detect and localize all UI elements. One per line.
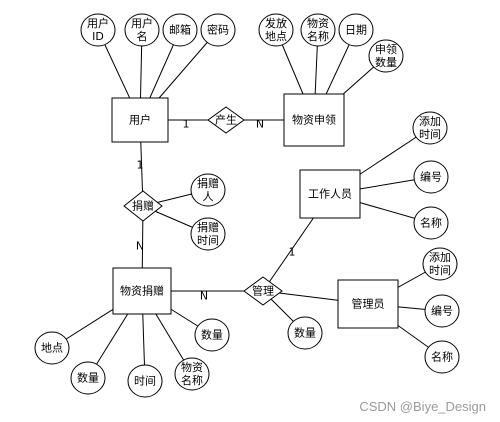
attribute-label: 数量 — [201, 329, 223, 342]
attribute-a_email: 邮箱 — [163, 14, 197, 46]
attribute-a_place: 发放地点 — [259, 14, 293, 46]
attribute-label: 编号 — [420, 170, 442, 184]
attribute-label: 名称 — [420, 216, 442, 230]
attribute-a_d_goods: 物资名称 — [175, 358, 209, 390]
attribute-label: 物资 — [181, 360, 203, 374]
attribute-label: 用户 — [131, 16, 153, 30]
attribute-label: 名 — [137, 29, 148, 43]
attribute-label: 名称 — [181, 373, 203, 387]
attribute-a_d_qty: 数量 — [71, 362, 105, 394]
attribute-a_pwd: 密码 — [201, 14, 235, 46]
attribute-label: 日期 — [345, 24, 367, 37]
relationship-label: 产生 — [215, 113, 237, 127]
cardinality-c2: N — [256, 118, 264, 131]
attribute-a_d_qty2: 数量 — [195, 319, 229, 351]
attribute-a_donor: 捐赠人 — [191, 174, 225, 206]
attribute-label: 物资 — [307, 16, 329, 30]
relationship-manage: 管理 — [244, 277, 282, 305]
attribute-label: 邮箱 — [169, 23, 191, 37]
entity-label: 用户 — [129, 113, 151, 127]
attribute-label: 时间 — [419, 128, 441, 141]
relationship-label: 管理 — [252, 284, 274, 298]
attribute-label: 编号 — [431, 304, 453, 318]
attribute-a_staff_add: 添加时间 — [413, 112, 447, 144]
entity-label: 物资申领 — [292, 113, 336, 127]
entity-label: 工作人员 — [308, 188, 352, 201]
entity-admin: 管理员 — [338, 280, 398, 328]
entity-donate: 物资捐赠 — [113, 268, 171, 314]
attribute-label: 时间 — [134, 375, 156, 388]
attribute-a_goods: 物资名称 — [301, 14, 335, 46]
attribute-label: 捐赠 — [197, 220, 219, 234]
attribute-label: 数量 — [77, 372, 99, 385]
attribute-a_uid: 用户ID — [81, 14, 115, 46]
attribute-a_d_place: 地点 — [35, 332, 69, 364]
watermark: CSDN @Biye_Design — [359, 399, 486, 414]
attribute-a_admin_name: 名称 — [425, 341, 459, 373]
attribute-label: 添加 — [429, 250, 451, 264]
attribute-label: 数量 — [375, 56, 397, 69]
entity-apply: 物资申领 — [284, 94, 344, 146]
attribute-label: 时间 — [197, 234, 219, 247]
attribute-a_admin_add: 添加时间 — [423, 248, 457, 280]
attribute-label: 发放 — [265, 16, 287, 30]
attribute-label: 数量 — [294, 327, 316, 340]
attribute-label: 捐赠 — [197, 176, 219, 190]
entity-staff: 工作人员 — [300, 170, 360, 218]
cardinality-c1: 1 — [183, 118, 190, 131]
attribute-label: 密码 — [207, 23, 229, 37]
attribute-label: 名称 — [431, 350, 453, 364]
relationship-give: 捐赠 — [124, 191, 162, 221]
relationship-label: 捐赠 — [132, 199, 154, 213]
attribute-a_d_time: 时间 — [128, 365, 162, 397]
entity-label: 管理员 — [352, 297, 385, 311]
attribute-a_admin_no: 编号 — [425, 295, 459, 327]
cardinality-c4: N — [136, 240, 144, 253]
attribute-a_staff_no: 编号 — [414, 161, 448, 193]
attribute-label: 时间 — [429, 264, 451, 277]
attribute-label: 添加 — [419, 114, 441, 128]
entity-user: 用户 — [112, 98, 168, 142]
attribute-label: 名称 — [307, 29, 329, 43]
attribute-label: 申领 — [375, 43, 397, 56]
cardinality-c5: N — [200, 290, 208, 303]
attribute-label: ID — [92, 30, 104, 43]
attribute-a_donate_time: 捐赠时间 — [191, 218, 225, 250]
cardinality-c6: 1 — [289, 246, 296, 259]
attribute-label: 地点 — [265, 30, 287, 43]
attribute-label: 地点 — [41, 342, 63, 355]
cardinality-c3: 1 — [137, 159, 144, 172]
attribute-a_qty_apply: 申领数量 — [369, 40, 403, 72]
relationship-produce: 产生 — [208, 107, 244, 133]
attribute-label: 用户 — [87, 16, 109, 30]
attribute-a_staff_name: 名称 — [414, 207, 448, 239]
attribute-label: 人 — [203, 190, 214, 203]
attribute-a_date: 日期 — [339, 14, 373, 46]
attribute-a_uname: 用户名 — [125, 14, 159, 46]
entity-label: 物资捐赠 — [120, 284, 164, 298]
attribute-a_manage_qty: 数量 — [288, 317, 322, 349]
